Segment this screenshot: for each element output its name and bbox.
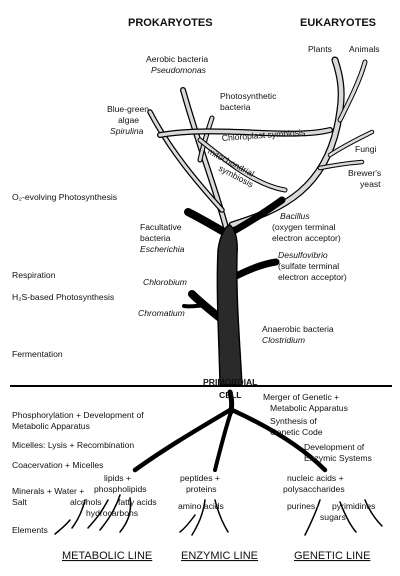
label-phosphorylation: Phosphorylation + Development of (12, 410, 144, 420)
label-animals: Animals (349, 44, 380, 54)
label-bluegreen: Blue-green (107, 104, 149, 114)
label-h2s-photosynthesis: H₂S-based Photosynthesis (12, 292, 114, 302)
label-alcohols: alcohols (70, 497, 102, 507)
root-center (213, 410, 233, 472)
label-salt: Salt (12, 497, 27, 507)
label-anaerobic: Anaerobic bacteria (262, 324, 334, 334)
label-photosynthetic-bacteria: bacteria (220, 102, 251, 112)
label-development: Development of (304, 442, 365, 452)
branch-yeast-fill (318, 160, 364, 170)
branch-facultative (184, 208, 228, 236)
root-right (229, 407, 328, 473)
label-desulfovibrio: Desulfovibrio (278, 250, 328, 260)
branch-aerobic-fill (181, 88, 230, 237)
label-pyrimidines: pyrimidines (332, 501, 375, 511)
label-cell: CELL (219, 390, 241, 400)
root-left (132, 407, 233, 473)
label-sugars: sugars (320, 512, 346, 522)
label-purines: purines (287, 501, 315, 511)
label-enzymic-line: ENZYMIC LINE (181, 550, 258, 562)
label-plants: Plants (308, 44, 332, 54)
branch-photosynthetic-fill (198, 116, 214, 162)
label-pseudomonas: Pseudomonas (151, 65, 207, 75)
label-photosynthetic: Photosynthetic (220, 91, 277, 101)
label-hydrocarbons: hydrocarbons (86, 508, 138, 518)
branch-desulfovibrio (228, 258, 280, 282)
label-fermentation: Fermentation (12, 349, 63, 359)
label-enzymic-systems: Enzymic Systems (304, 453, 372, 463)
label-synthesis: Synthesis of (270, 416, 317, 426)
label-facultative-bacteria: bacteria (140, 233, 171, 243)
rootlet-left-2 (54, 499, 86, 535)
branch-mitochondrial-fill (198, 138, 287, 192)
label-electron-acceptor-2: electron acceptor) (278, 272, 347, 282)
label-phospholipids: phospholipids (94, 484, 147, 494)
heading-prokaryotes: PROKARYOTES (128, 17, 213, 29)
branch-eukaryote-fill (229, 57, 344, 228)
label-polysaccharides: polysaccharides (283, 484, 345, 494)
branch-bluegreen-fill (148, 110, 224, 212)
trunk (216, 224, 243, 386)
branch-fungi-fill (328, 130, 374, 157)
label-genetic-code: Genetic Code (270, 427, 323, 437)
label-aerobic-bacteria: Aerobic bacteria (146, 54, 208, 64)
label-yeast: yeast (360, 179, 381, 189)
label-elements: Elements (12, 525, 48, 535)
rootlet-center (179, 499, 229, 536)
branches (147, 56, 375, 322)
label-oxygen-acceptor: (oxygen terminal (272, 222, 336, 232)
label-o2-photosynthesis: O₂-evolving Photosynthesis (12, 192, 117, 202)
rootlet-right (304, 499, 383, 536)
rootlet-left-1 (87, 494, 132, 533)
branch-animals-fill (338, 60, 367, 122)
roots (54, 389, 383, 536)
label-chromatium: Chromatium (138, 308, 185, 318)
label-fungi: Fungi (355, 144, 377, 154)
label-escherichia: Escherichia (140, 244, 185, 254)
label-coacervation: Coacervation + Micelles (12, 460, 103, 470)
label-micelles: Micelles: Lysis + Recombination (12, 440, 134, 450)
label-genetic-line: GENETIC LINE (294, 550, 370, 562)
label-amino-acids: amino acids (178, 501, 224, 511)
heading-eukaryotes: EUKARYOTES (300, 17, 376, 29)
label-bacillus: Bacillus (280, 211, 310, 221)
label-metabolic-line: METABOLIC LINE (62, 550, 152, 562)
branch-chloroplast-fill (158, 128, 332, 137)
label-merger-apparatus: Metabolic Apparatus (270, 403, 348, 413)
branch-chromatium-twig (182, 303, 207, 309)
label-electron-acceptor-1: electron acceptor) (272, 233, 341, 243)
label-algae: algae (118, 115, 139, 125)
label-lipids: lipids + (104, 473, 131, 483)
label-sulfate-acceptor: (sulfate terminal (278, 261, 339, 271)
label-nucleic-acids: nucleic acids + (287, 473, 344, 483)
label-clostridium: Clostridium (262, 335, 305, 345)
label-brewers: Brewer's (348, 168, 381, 178)
label-respiration: Respiration (12, 270, 56, 280)
label-facultative: Facultative (140, 222, 182, 232)
label-peptides: peptides + (180, 473, 220, 483)
label-merger: Merger of Genetic + (263, 392, 339, 402)
branch-bacillus (228, 196, 286, 236)
label-spirulina: Spirulina (110, 126, 144, 136)
label-primordial: PRIMORDIAL (203, 377, 257, 387)
label-proteins: proteins (186, 484, 217, 494)
label-chlorobium: Chlorobium (143, 277, 187, 287)
label-minerals: Minerals + Water + (12, 486, 84, 496)
label-metabolic-apparatus: Metabolic Apparatus (12, 421, 90, 431)
label-fatty-acids: fatty acids (118, 497, 157, 507)
